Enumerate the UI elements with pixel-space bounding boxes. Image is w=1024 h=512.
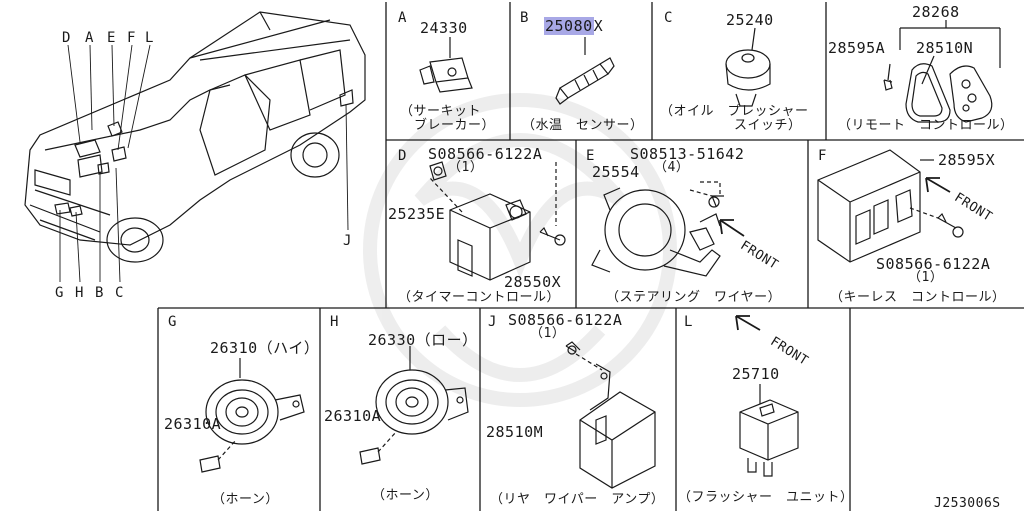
vehicle-label-a[interactable]: A (85, 30, 94, 46)
part-number-28510m[interactable]: 28510M (486, 423, 544, 441)
bolt-qty-d: （1） (448, 160, 484, 175)
panel-d-letter: D (398, 148, 407, 164)
part-number-26310a-h[interactable]: 26310A (324, 407, 382, 425)
part-number-25240[interactable]: 25240 (726, 11, 774, 29)
part-number-28550x[interactable]: 28550X (504, 273, 562, 291)
part-number-28268[interactable]: 28268 (912, 3, 960, 21)
part-28550X-drawing (429, 161, 566, 281)
bolt-qty-j: （1） (530, 326, 566, 341)
panel-c-caption-2: スイッチ） (734, 118, 802, 133)
panel-g-letter: G (168, 314, 177, 330)
part-number-25080x[interactable]: 25080X (544, 17, 604, 35)
part-number-25710[interactable]: 25710 (732, 365, 780, 383)
vehicle-label-d[interactable]: D (62, 30, 71, 46)
panel-g-caption: （ホーン） (212, 492, 279, 507)
part-25080X-drawing (555, 37, 615, 105)
part-number-28595a[interactable]: 28595A (828, 39, 886, 57)
panel-e-letter: E (586, 148, 595, 164)
panel-c-caption-1: （オイル プレッシャー (660, 104, 809, 119)
part-number-26310a-g[interactable]: 26310A (164, 415, 222, 433)
panel-c-letter: C (664, 10, 673, 26)
vehicle-label-b[interactable]: B (95, 285, 104, 301)
part-25554-drawing (591, 181, 724, 277)
panel-remote-caption: （リモート コントロール） (838, 118, 1014, 133)
part-number-26310[interactable]: 26310（ハイ） (210, 339, 320, 357)
vehicle-label-l[interactable]: L (145, 30, 154, 46)
panel-b-letter: B (520, 10, 529, 26)
vehicle-drawing (24, 11, 366, 263)
part-28595X-drawing (817, 149, 964, 263)
diagram-id: J253006S (934, 496, 1001, 511)
bolt-number-j[interactable]: S08566-6122A (508, 311, 623, 329)
part-number-25080-highlight[interactable]: 25080 (544, 17, 594, 35)
part-number-26330[interactable]: 26330（ロー） (368, 331, 478, 349)
panel-f-caption: （キーレス コントロール） (830, 290, 1006, 305)
part-number-25080-suffix: X (593, 17, 604, 35)
panel-j-caption: （リヤ ワイパー アンプ） (490, 492, 665, 507)
part-24330-drawing (419, 37, 473, 93)
vehicle-label-f[interactable]: F (127, 30, 136, 46)
panel-d-caption: （タイマーコントロール） (398, 290, 561, 305)
bolt-number-f[interactable]: S08566-6122A (876, 255, 991, 273)
panel-f-letter: F (818, 148, 827, 164)
bolt-qty-f: （1） (908, 270, 944, 285)
part-number-28510n[interactable]: 28510N (916, 39, 974, 57)
bolt-number-d[interactable]: S08566-6122A (428, 145, 543, 163)
bolt-number-e[interactable]: S08513-51642 (630, 145, 745, 163)
part-26310-drawing (199, 358, 305, 473)
part-number-25235e[interactable]: 25235E (388, 205, 446, 223)
front-arrows (719, 177, 951, 331)
panel-l-letter: L (684, 314, 693, 330)
panel-a-caption-2: ブレーカー） (414, 118, 496, 133)
panel-j-letter: J (488, 314, 497, 330)
panel-grid (157, 2, 1024, 511)
vehicle-label-j[interactable]: J (343, 233, 352, 249)
part-25710-drawing (739, 384, 799, 477)
panel-h-caption: （ホーン） (372, 488, 439, 503)
panel-b-caption: （水温 センサー） (522, 118, 644, 133)
part-28268-drawing (883, 20, 1001, 123)
vehicle-label-e[interactable]: E (107, 30, 116, 46)
bolt-qty-e: （4） (654, 160, 690, 175)
part-number-25554[interactable]: 25554 (592, 163, 640, 181)
vehicle-leader-lines (59, 44, 349, 283)
part-number-24330[interactable]: 24330 (420, 19, 468, 37)
panel-e-caption: （ステアリング ワイヤー） (606, 290, 782, 305)
part-26330-drawing (359, 346, 469, 465)
panel-l-caption: （フラッシャー ユニット） (678, 490, 854, 505)
panel-a-caption-1: （サーキット (400, 104, 482, 119)
vehicle-label-g[interactable]: G (55, 285, 64, 301)
part-number-28595x[interactable]: 28595X (938, 151, 996, 169)
vehicle-label-h[interactable]: H (75, 285, 84, 301)
part-25240-drawing (725, 27, 771, 107)
part-28510M-drawing (565, 341, 656, 489)
panel-a-letter: A (398, 10, 407, 26)
panel-h-letter: H (330, 314, 339, 330)
vehicle-label-c[interactable]: C (115, 285, 124, 301)
